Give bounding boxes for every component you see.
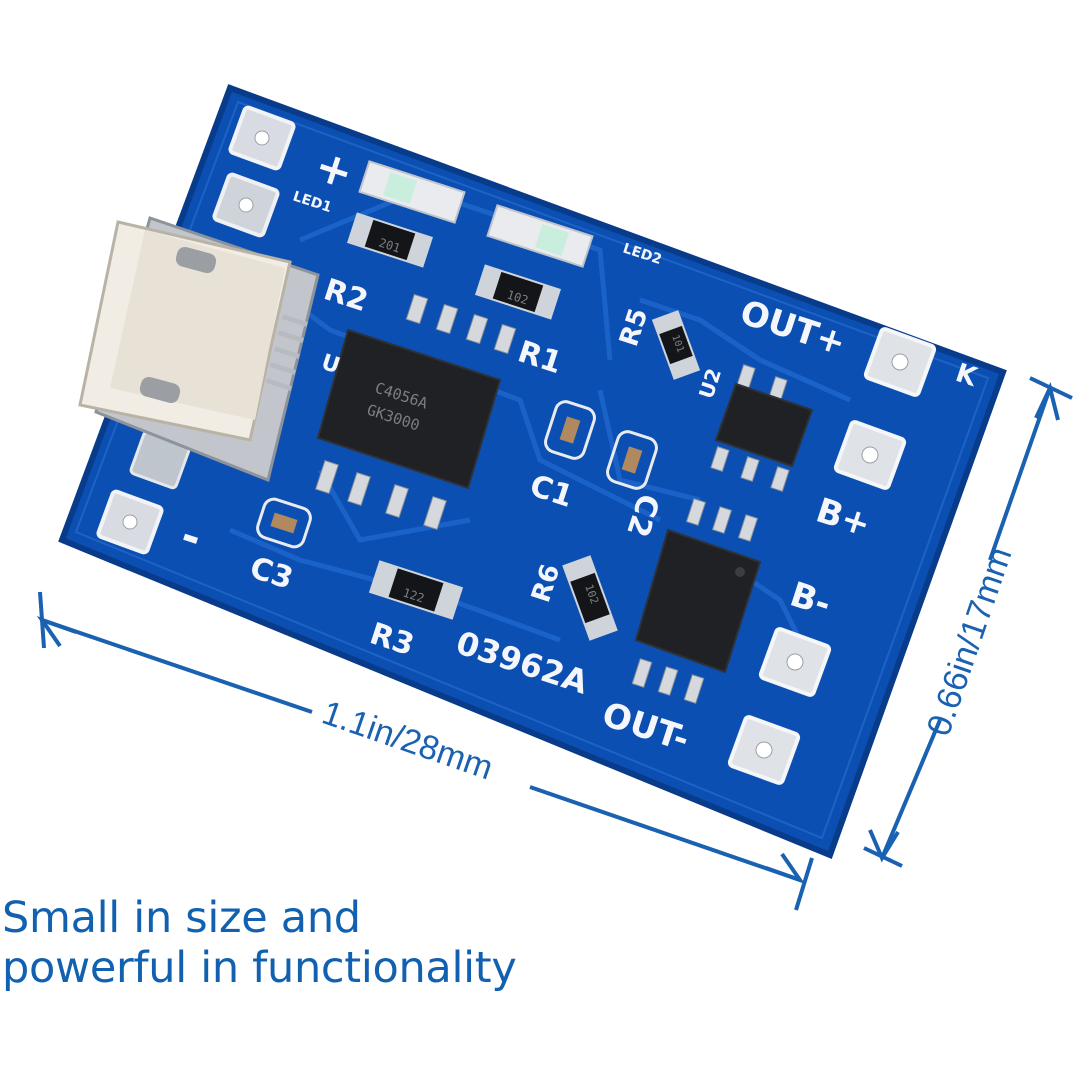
- resistor-r1: 102: [475, 264, 561, 320]
- capacitor-c3: [256, 497, 312, 549]
- pad-left-top: [228, 105, 296, 171]
- micro-usb-connector: [78, 216, 320, 483]
- height-label: 0.66in/17mm: [920, 542, 1020, 740]
- led-2: [486, 204, 594, 268]
- capacitor-c1: [544, 400, 596, 460]
- headline-line-1: Small in size and: [2, 893, 361, 943]
- pad-left-bottom: [96, 489, 164, 555]
- mosfet-u2: [710, 364, 814, 492]
- pad-b-minus: [758, 627, 832, 697]
- resistor-r6: 102: [562, 555, 618, 641]
- svg-text:102: 102: [505, 288, 530, 308]
- resistor-r2: 201: [347, 212, 433, 268]
- svg-text:102: 102: [582, 583, 601, 606]
- svg-text:201: 201: [377, 236, 402, 256]
- charger-board: C4056A GK3000: [58, 84, 1007, 859]
- svg-text:122: 122: [401, 586, 426, 606]
- headline: Small in size and powerful in functional…: [2, 893, 702, 993]
- pad-left-mid: [212, 172, 280, 238]
- protection-ic: [631, 498, 762, 704]
- headline-line-2: powerful in functionality: [2, 943, 517, 993]
- led-1: [358, 160, 466, 224]
- pad-b-plus: [833, 420, 907, 490]
- resistor-r5: 101: [651, 310, 701, 380]
- resistor-r3: 122: [368, 560, 464, 620]
- pad-out-plus: [863, 327, 937, 397]
- pad-out-minus: [727, 715, 801, 785]
- capacitor-c2: [606, 430, 658, 490]
- charger-ic-u1: C4056A GK3000: [315, 293, 517, 531]
